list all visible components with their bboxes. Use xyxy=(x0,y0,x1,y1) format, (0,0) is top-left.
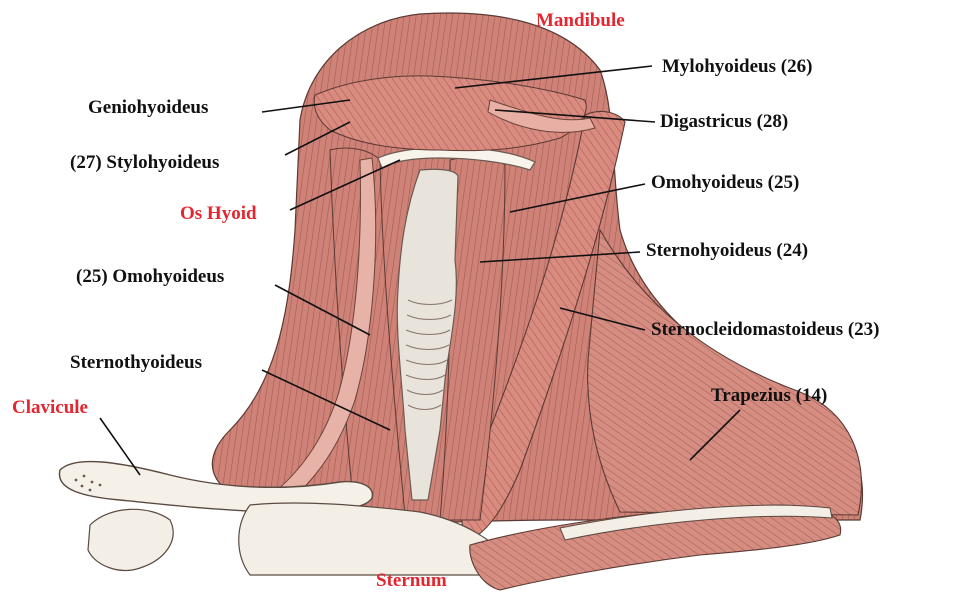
trapezius-muscle xyxy=(588,230,862,515)
label-os-hyoid: Os Hyoid xyxy=(180,203,257,225)
label-clavicule: Clavicule xyxy=(12,397,88,419)
label-mandibule: Mandibule xyxy=(536,10,625,32)
label-mylohyoideus: Mylohyoideus (26) xyxy=(662,56,812,78)
label-omohyoideus-right: Omohyoideus (25) xyxy=(651,172,799,194)
shoulder-bone xyxy=(88,509,173,570)
label-sternohyoideus: Sternohyoideus (24) xyxy=(646,240,808,262)
label-omohyoideus-left: (25) Omohyoideus xyxy=(76,266,224,288)
label-sternothyoideus: Sternothyoideus xyxy=(70,352,202,374)
label-digastricus: Digastricus (28) xyxy=(660,111,788,133)
label-sternocleidomastoideus: Sternocleidomastoideus (23) xyxy=(651,319,880,341)
label-trapezius: Trapezius (14) xyxy=(711,385,827,407)
label-geniohyoideus: Geniohyoideus xyxy=(88,97,208,119)
label-stylohyoideus: (27) Stylohyoideus xyxy=(70,152,219,174)
label-sternum: Sternum xyxy=(376,570,447,592)
